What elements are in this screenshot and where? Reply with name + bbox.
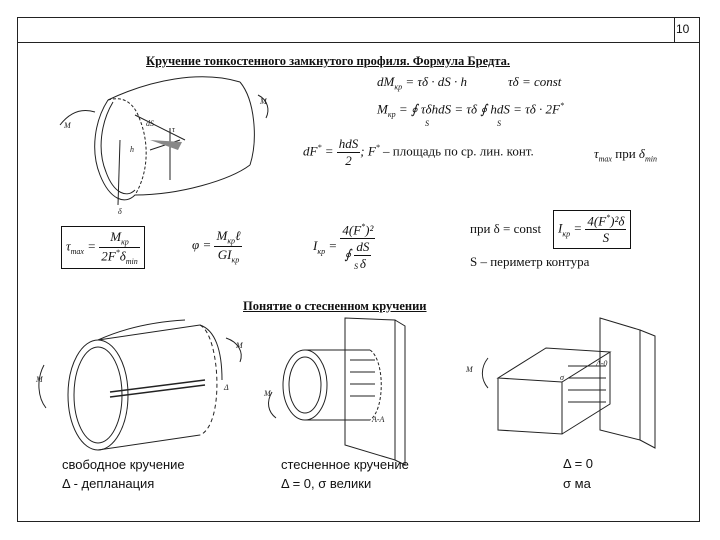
- caption-deplanation: Δ - депланация: [62, 476, 155, 491]
- formula-mkr: Mкр = ∮ τδhdS = τδ ∮ hdS = τδ · 2F*: [377, 101, 564, 119]
- caption-free-torsion: свободное кручение: [62, 457, 185, 472]
- label-mkr-4: M: [465, 365, 474, 374]
- caption-block-delta: Δ = 0: [563, 456, 594, 471]
- figure-constrained-block: [481, 317, 656, 449]
- label-delta-4: Δ-0: [595, 359, 607, 368]
- label-mkr-right: M: [259, 97, 268, 106]
- tube-bottom-edge: [134, 164, 251, 196]
- moment-arrow-right: [257, 94, 269, 119]
- label-tau: τ: [172, 125, 176, 134]
- label-mkr-2: M: [235, 341, 244, 350]
- tube-left-edge: [94, 99, 136, 201]
- label-h: h: [130, 145, 134, 154]
- label-mkr-3: M: [263, 389, 272, 398]
- section-title-constrained: Понятие о стесненном кручении: [243, 299, 427, 313]
- formula-mkr-contour-1: S: [425, 119, 429, 128]
- formula-pri-delta-const: при δ = const: [470, 221, 542, 236]
- formula-phi: φ = Mкрℓ GIкр: [192, 228, 243, 265]
- formula-ikr-contour: S: [354, 262, 358, 271]
- page-number-divider: [674, 17, 675, 42]
- tube-top-edge: [107, 76, 241, 101]
- label-delta: δ: [118, 207, 122, 216]
- formula-dmkr: dMкр = τδ · dS · h: [377, 74, 468, 92]
- formula-taumax-boxed: τmax = Mкр 2F*δmin: [61, 226, 145, 269]
- formula-ikr-boxed: Iкр = 4(F*)²δ S: [553, 210, 632, 250]
- label-delta-1: Δ: [223, 383, 229, 392]
- label-sigma: σ: [560, 373, 565, 382]
- formula-tau-delta-const: τδ = const: [508, 74, 562, 89]
- page-frame: [17, 17, 700, 522]
- section-title-bredt: Кручение тонкостенного замкнутого профил…: [146, 54, 510, 68]
- moment-arrow-left: [59, 110, 96, 126]
- formula-s-perimeter: S – периметр контура: [470, 254, 590, 269]
- header-rule: [17, 42, 700, 43]
- figure-constrained-tube: [268, 317, 406, 466]
- page-number: 10: [676, 22, 690, 36]
- figure-free-torsion: [38, 319, 242, 451]
- caption-constrained-conditions: Δ = 0, σ велики: [281, 476, 372, 491]
- formula-mkr-contour-2: S: [497, 119, 501, 128]
- label-aa: А-А: [371, 415, 385, 424]
- label-mkr-left: M: [63, 121, 72, 130]
- formula-tau-max-at-delta-min: τmax при δmin: [594, 146, 657, 164]
- tube-right-end: [239, 81, 255, 166]
- label-mkr-1: M: [35, 375, 44, 384]
- label-ds: dS: [146, 119, 154, 128]
- caption-constrained-torsion: стесненное кручение: [281, 457, 409, 472]
- caption-block-sigma: σ ма: [563, 476, 591, 491]
